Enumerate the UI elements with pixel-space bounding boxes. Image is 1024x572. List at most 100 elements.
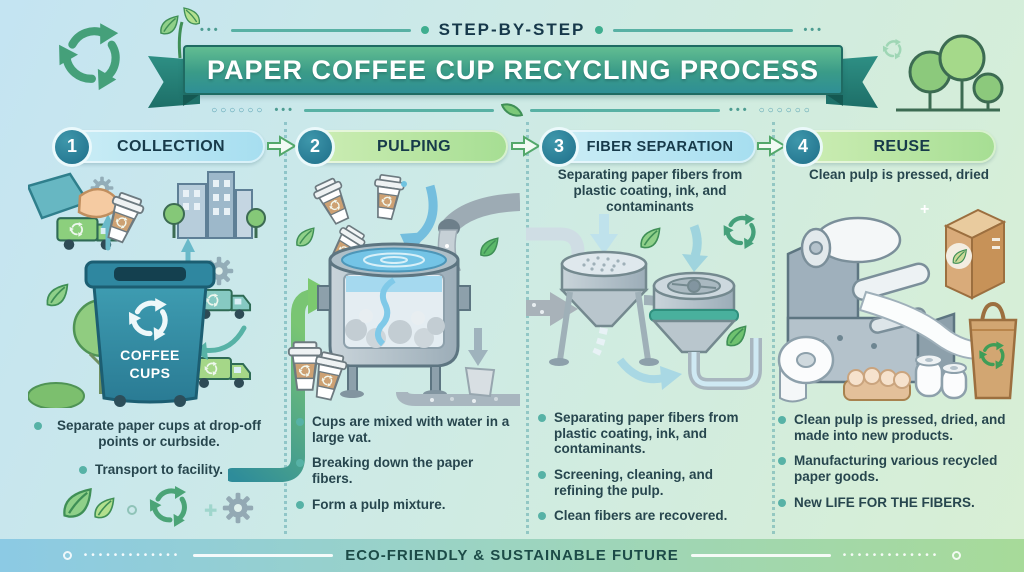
paper-towel-roll	[777, 335, 835, 403]
leaf-icon	[640, 227, 661, 249]
ring-decoration	[62, 551, 72, 560]
line-end-dot	[595, 26, 604, 34]
bullet-text: Separate paper cups at drop-off points o…	[56, 418, 262, 449]
feed-pipe	[526, 227, 585, 266]
list-item: Transport to facility.	[34, 462, 268, 478]
list-item: Breaking down the paper fibers.	[296, 455, 516, 486]
fiber-separation-illustration	[526, 212, 762, 390]
leaf-icon	[500, 98, 524, 122]
trees-icon	[882, 34, 1004, 112]
dots-decoration: •••••••••••••	[842, 550, 941, 561]
fiber-separation-bullets: Separating paper fibers from plastic coa…	[538, 410, 766, 534]
list-item: Separating paper fibers from plastic coa…	[538, 410, 766, 457]
list-item: Cups are mixed with water in a large vat…	[296, 414, 516, 445]
bullet-text: Manufacturing various recycled paper goo…	[794, 453, 998, 484]
pulping-bullets: Cups are mixed with water in a large vat…	[296, 414, 516, 522]
bullet-text: Separating paper fibers from plastic coa…	[554, 410, 739, 457]
bullet-text: Cups are mixed with water in a large vat…	[312, 414, 510, 445]
collection-bullets: Separate paper cups at drop-off points o…	[34, 418, 268, 491]
rings-decoration: ○○○○○○	[758, 104, 813, 116]
bullet-text: Breaking down the paper fibers.	[312, 455, 474, 486]
city-buildings	[163, 171, 266, 239]
dots-decoration: •••	[274, 104, 295, 116]
step-number-badge: 4	[786, 129, 820, 164]
recycle-icon	[52, 16, 132, 96]
carton-box	[943, 208, 1007, 300]
reuse-subtitle: Clean pulp is pressed, dried	[808, 167, 990, 182]
divider-line	[690, 554, 831, 557]
bullet-dot	[296, 459, 304, 468]
step-header-pulping: 2 PULPING	[298, 129, 508, 164]
bullet-dot	[34, 422, 42, 430]
leaf-icon	[726, 325, 747, 347]
bullet-dot	[296, 500, 304, 509]
screening-funnel	[549, 250, 659, 366]
step-number-badge: 2	[298, 129, 332, 164]
step-label: COLLECTION	[117, 137, 225, 155]
pulping-illustration	[282, 168, 520, 406]
bullet-text: New LIFE FOR THE FIBERS.	[794, 494, 975, 510]
kicker-text: STEP-BY-STEP	[438, 20, 586, 39]
pulp-mixture	[345, 276, 445, 348]
divider-line	[230, 28, 411, 32]
rings-decoration: ○○○○○○	[211, 104, 266, 116]
column-separator	[284, 122, 287, 534]
clean-fiber-arrow	[616, 357, 682, 390]
pulp-inlet-arrow	[526, 292, 578, 326]
divider-line	[613, 28, 794, 32]
footer-banner: ••••••••••••• ECO-FRIENDLY & SUSTAINABLE…	[0, 539, 1024, 572]
arrow-right-icon	[511, 135, 541, 157]
line-end-dot	[420, 26, 429, 34]
leaf-icon	[94, 497, 115, 519]
step-number-badge: 3	[542, 129, 576, 164]
bin-label: COFFEE CUPS	[120, 347, 180, 382]
leaf-icon	[46, 283, 69, 307]
gear-icon	[222, 492, 254, 524]
list-item: Clean fibers are recovered.	[538, 508, 766, 524]
paper-bag	[968, 301, 1018, 400]
list-item: Manufacturing various recycled paper goo…	[778, 453, 1018, 484]
fiber-separation-subtitle: Separating paper fibers from plastic coa…	[557, 167, 743, 215]
bullet-dot	[778, 498, 786, 507]
collection-illustration	[28, 171, 266, 408]
step-header-collection: 1 COLLECTION	[55, 129, 265, 164]
sprout-icon	[160, 7, 201, 59]
column-separator	[772, 122, 775, 534]
step-label: FIBER SEPARATION	[586, 138, 734, 155]
list-item: Clean pulp is pressed, dried, and made i…	[778, 412, 1018, 443]
divider-line	[304, 108, 494, 112]
step-header-fiber-separation: 3 FIBER SEPARATION	[542, 129, 756, 164]
leaf-icon	[63, 488, 92, 518]
bullet-dot	[538, 414, 546, 422]
list-item: Screening, cleaning, and refining the pu…	[538, 467, 766, 498]
list-item: Form a pulp mixture.	[296, 497, 516, 513]
title-banner: PAPER COFFEE CUP RECYCLING PROCESS	[183, 45, 843, 95]
sparkle-icon: +	[920, 201, 929, 218]
ribbon-fold-right	[827, 95, 843, 106]
reuse-bullets: Clean pulp is pressed, dried, and made i…	[778, 412, 1018, 520]
leaf-icon	[296, 227, 315, 247]
reject-arrow	[464, 328, 496, 398]
bullet-dot	[538, 470, 546, 479]
footer-text: ECO-FRIENDLY & SUSTAINABLE FUTURE	[345, 547, 679, 564]
step-header-reuse: 4 REUSE	[786, 129, 996, 164]
column-separator	[526, 122, 529, 534]
dots-decoration: •••	[803, 24, 824, 36]
leaf-icon	[480, 237, 499, 257]
step-label: PULPING	[377, 137, 451, 155]
step-label: REUSE	[873, 137, 931, 155]
dots-decoration: •••	[729, 104, 750, 116]
arrow-right-icon	[267, 135, 297, 157]
bullet-dot	[296, 418, 304, 426]
outlet-pipe	[396, 391, 520, 406]
pulping-vat	[317, 242, 471, 398]
bullet-dot	[78, 466, 87, 475]
bullet-text: Clean fibers are recovered.	[554, 508, 728, 524]
bullet-text: Screening, cleaning, and refining the pu…	[554, 466, 714, 498]
bullet-dot	[538, 512, 546, 521]
recycling-bin	[84, 260, 216, 407]
arrow-right-icon	[757, 135, 787, 157]
list-item: Separate paper cups at drop-off points o…	[34, 418, 268, 449]
recycle-icon	[145, 486, 189, 530]
